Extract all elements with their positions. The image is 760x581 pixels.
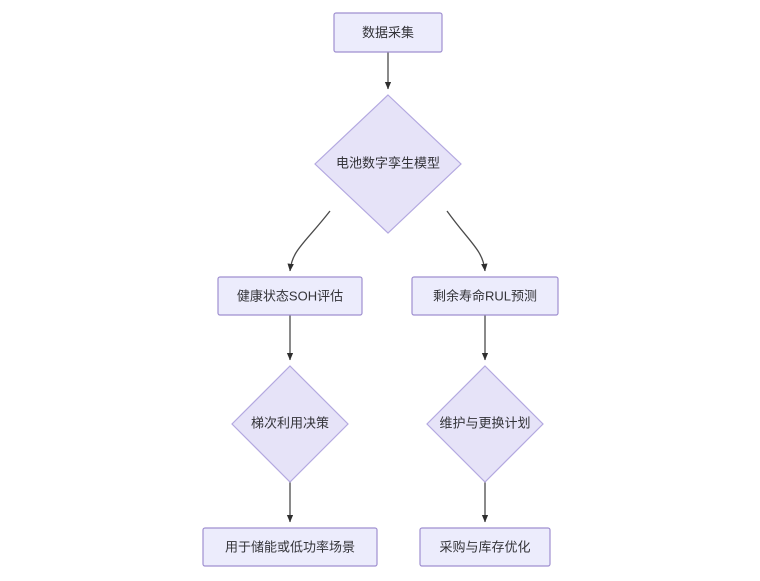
node-cascade-utilization-decision[interactable]: 梯次利用决策 xyxy=(231,365,349,483)
node-energy-storage-low-power-usage[interactable]: 用于储能或低功率场景 xyxy=(202,527,378,567)
edge-layer xyxy=(286,52,489,523)
node-procurement-inventory-optimization-shape[interactable] xyxy=(419,527,551,567)
node-procurement-inventory-optimization-label: 采购与库存优化 xyxy=(439,539,530,554)
node-maintenance-replacement-plan[interactable]: 维护与更换计划 xyxy=(426,365,544,483)
node-maintenance-replacement-plan-label: 维护与更换计划 xyxy=(439,415,530,430)
node-layer: 数据采集 电池数字孪生模型 健康状态SOH评估 剩余寿命RUL预测 梯次利用决策 xyxy=(202,12,559,567)
node-soh-assessment-label: 健康状态SOH评估 xyxy=(237,288,343,303)
node-cascade-utilization-decision-label: 梯次利用决策 xyxy=(251,415,329,430)
node-energy-storage-low-power-usage-shape[interactable] xyxy=(202,527,378,567)
node-soh-assessment-shape[interactable] xyxy=(217,276,363,316)
node-energy-storage-low-power-usage-label: 用于储能或低功率场景 xyxy=(225,539,355,554)
node-soh-assessment[interactable]: 健康状态SOH评估 xyxy=(217,276,363,316)
node-data-collection[interactable]: 数据采集 xyxy=(333,12,443,53)
node-procurement-inventory-optimization[interactable]: 采购与库存优化 xyxy=(419,527,551,567)
node-rul-prediction[interactable]: 剩余寿命RUL预测 xyxy=(411,276,559,316)
node-battery-digital-twin-model-label: 电池数字孪生模型 xyxy=(336,155,440,170)
edge-model-to-soh xyxy=(287,210,331,272)
node-cascade-utilization-decision-shape[interactable] xyxy=(231,365,349,483)
node-maintenance-replacement-plan-shape[interactable] xyxy=(426,365,544,483)
node-battery-digital-twin-model[interactable]: 电池数字孪生模型 xyxy=(314,94,462,234)
node-data-collection-shape[interactable] xyxy=(333,12,443,53)
node-rul-prediction-label: 剩余寿命RUL预测 xyxy=(433,288,537,303)
edge-model-to-rul xyxy=(446,210,488,272)
node-data-collection-label: 数据采集 xyxy=(362,25,414,40)
node-battery-digital-twin-model-shape[interactable] xyxy=(314,94,462,234)
node-rul-prediction-shape[interactable] xyxy=(411,276,559,316)
